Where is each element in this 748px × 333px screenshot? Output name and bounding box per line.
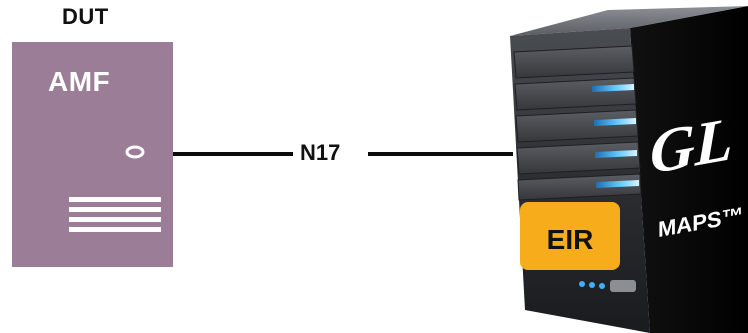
eir-label: EIR xyxy=(547,224,594,255)
amf-label: AMF xyxy=(48,66,111,97)
gl-maps-server: EIR GL MAPS™ xyxy=(510,6,748,333)
amf-node: AMF xyxy=(12,42,173,267)
server-led-icon xyxy=(592,84,639,188)
brand-label: GL xyxy=(650,103,733,187)
connection-label: N17 xyxy=(300,140,341,165)
vent-lines-icon xyxy=(69,197,161,233)
connection-line-left xyxy=(173,152,293,156)
dut-label: DUT xyxy=(62,4,109,29)
connection-line-right xyxy=(368,152,513,156)
power-icon xyxy=(125,145,145,159)
